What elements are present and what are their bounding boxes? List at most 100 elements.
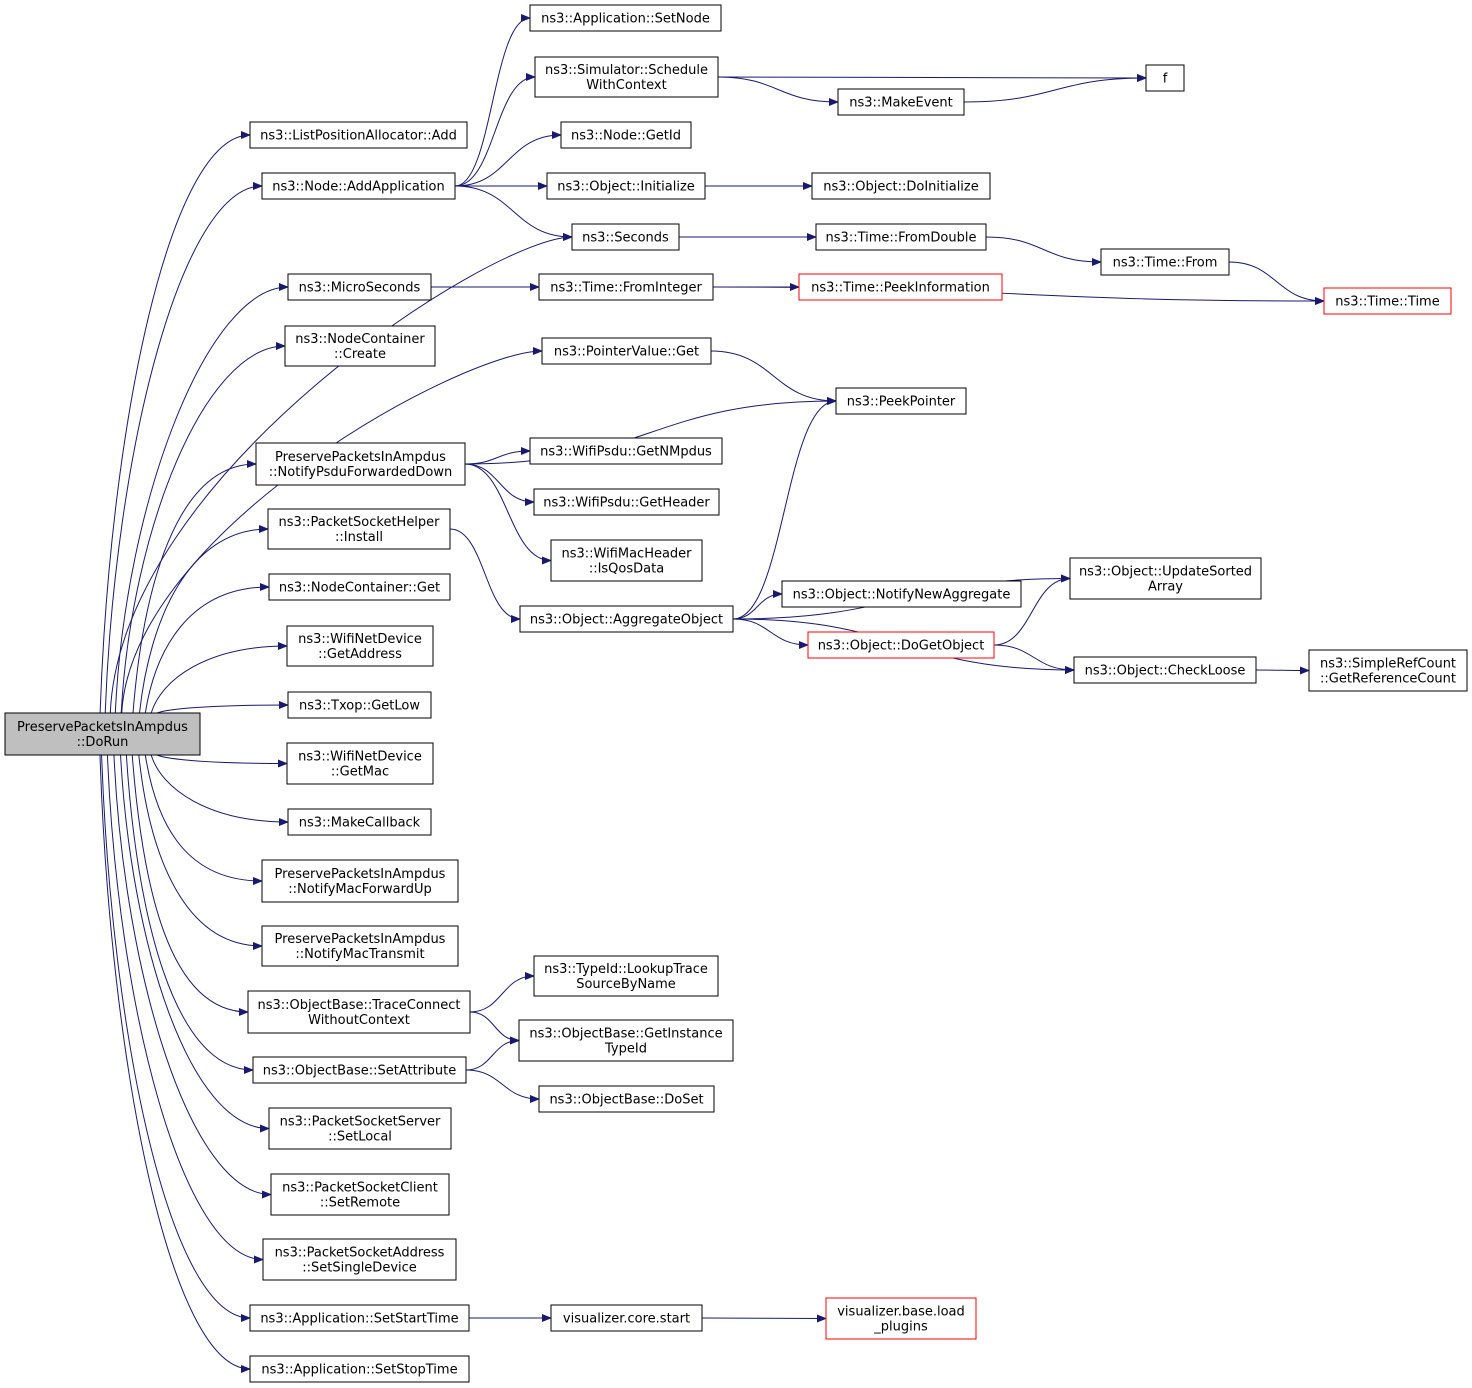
node-label-app_setnode-line-0: ns3::Application::SetNode (541, 12, 710, 27)
node-label-nc_create-line-0: ns3::NodeContainer (295, 332, 425, 347)
edge-dorun-to-node_addapp (104, 182, 263, 714)
node-box-vis_loadplugins (825, 1297, 977, 1340)
node-nc_get[interactable]: ns3::NodeContainer::Get (268, 573, 451, 601)
node-label-nc_create-line-1: ::Create (334, 347, 386, 362)
node-label-pv_get-line-0: ns3::PointerValue::Get (554, 345, 699, 360)
node-box-ob_setattr (252, 1056, 467, 1084)
node-box-makecallback (287, 808, 432, 836)
node-psdu_getnmpdus[interactable]: ns3::WifiPsdu::GetNMpdus (529, 437, 723, 465)
node-label-obj_aggregate-line-0: ns3::Object::AggregateObject (530, 613, 723, 628)
node-ob_doset[interactable]: ns3::ObjectBase::DoSet (538, 1085, 715, 1113)
node-label-ob_setattr-line-0: ns3::ObjectBase::SetAttribute (263, 1064, 457, 1079)
node-obj_checkloose[interactable]: ns3::Object::CheckLoose (1073, 656, 1257, 684)
node-box-obj_dogetobject (807, 631, 995, 659)
node-label-wnd_getmac-line-0: ns3::WifiNetDevice (298, 750, 422, 765)
node-box-makeevent (837, 88, 965, 116)
node-obj_dogetobject[interactable]: ns3::Object::DoGetObject (807, 631, 995, 659)
node-ppia_notifymactx[interactable]: PreservePacketsInAmpdus::NotifyMacTransm… (261, 925, 459, 967)
node-psc_setremote[interactable]: ns3::PacketSocketClient::SetRemote (270, 1173, 450, 1216)
node-box-ob_traceconnect (247, 990, 471, 1034)
node-app_setstart[interactable]: ns3::Application::SetStartTime (249, 1304, 470, 1332)
node-ob_setattr[interactable]: ns3::ObjectBase::SetAttribute (252, 1056, 467, 1084)
node-psa_setsingle[interactable]: ns3::PacketSocketAddress::SetSingleDevic… (262, 1238, 457, 1281)
node-psdu_getheader[interactable]: ns3::WifiPsdu::GetHeader (533, 488, 720, 516)
node-vis_start[interactable]: visualizer.core.start (550, 1304, 703, 1332)
node-label-obj_notifynewagg-line-0: ns3::Object::NotifyNewAggregate (793, 588, 1011, 603)
edge-dorun-to-wnd_getmac (156, 754, 288, 768)
node-nc_create[interactable]: ns3::NodeContainer::Create (284, 325, 436, 367)
node-label-seconds-line-0: ns3::Seconds (582, 231, 669, 246)
node-wnd_getaddress[interactable]: ns3::WifiNetDevice::GetAddress (286, 625, 434, 667)
node-time_fromdouble[interactable]: ns3::Time::FromDouble (815, 223, 987, 251)
node-label-lpa_add-line-0: ns3::ListPositionAllocator::Add (260, 129, 457, 144)
node-label-ob_traceconnect-line-0: ns3::ObjectBase::TraceConnect (257, 998, 460, 1013)
node-label-sim_schedule-line-0: ns3::Simulator::Schedule (545, 63, 708, 78)
node-label-app_setstart-line-0: ns3::Application::SetStartTime (260, 1312, 458, 1327)
node-box-app_setnode (529, 4, 722, 32)
node-node_addapp[interactable]: ns3::Node::AddApplication (261, 172, 456, 200)
node-ob_traceconnect[interactable]: ns3::ObjectBase::TraceConnectWithoutCont… (247, 990, 471, 1034)
node-makeevent[interactable]: ns3::MakeEvent (837, 88, 965, 116)
node-src_getrefcount[interactable]: ns3::SimpleRefCount::GetReferenceCount (1308, 649, 1468, 692)
node-obj_doinitialize[interactable]: ns3::Object::DoInitialize (811, 172, 991, 200)
node-label-node_addapp-line-0: ns3::Node::AddApplication (272, 180, 445, 195)
node-pss_setlocal[interactable]: ns3::PacketSocketServer::SetLocal (268, 1107, 452, 1150)
node-obj_notifynewagg[interactable]: ns3::Object::NotifyNewAggregate (781, 580, 1022, 608)
node-makecallback[interactable]: ns3::MakeCallback (287, 808, 432, 836)
node-box-ppia_notifymactx (261, 925, 459, 967)
node-label-microseconds-line-0: ns3::MicroSeconds (299, 281, 421, 296)
node-time_from[interactable]: ns3::Time::From (1100, 248, 1230, 276)
node-box-node_addapp (261, 172, 456, 200)
node-pv_get[interactable]: ns3::PointerValue::Get (541, 337, 712, 365)
node-label-node_getid-line-0: ns3::Node::GetId (571, 129, 681, 144)
node-app_setnode[interactable]: ns3::Application::SetNode (529, 4, 722, 32)
node-box-app_setstart (249, 1304, 470, 1332)
node-label-src_getrefcount-line-1: ::GetReferenceCount (1320, 672, 1456, 687)
edge-node_addapp-to-app_setnode (454, 14, 531, 187)
node-obj_initialize[interactable]: ns3::Object::Initialize (546, 172, 706, 200)
node-ppia_notifymacfwd[interactable]: PreservePacketsInAmpdus::NotifyMacForwar… (261, 859, 459, 903)
node-label-typeid_lookup-line-1: SourceByName (576, 977, 676, 992)
node-wmh_isqos[interactable]: ns3::WifiMacHeader::IsQosData (550, 539, 703, 582)
node-ppia_notifypsdu[interactable]: PreservePacketsInAmpdus::NotifyPsduForwa… (255, 442, 466, 486)
node-label-wnd_getaddress-line-0: ns3::WifiNetDevice (298, 632, 422, 647)
node-box-pss_setlocal (268, 1107, 452, 1150)
node-obj_aggregate[interactable]: ns3::Object::AggregateObject (519, 605, 734, 633)
edge-ppia_notifypsdu-to-wmh_isqos (464, 463, 552, 565)
node-f[interactable]: f (1145, 64, 1185, 92)
node-psh_install[interactable]: ns3::PacketSocketHelper::Install (267, 508, 451, 550)
node-wnd_getmac[interactable]: ns3::WifiNetDevice::GetMac (286, 742, 434, 785)
node-label-ob_doset-line-0: ns3::ObjectBase::DoSet (549, 1093, 703, 1108)
node-box-wnd_getmac (286, 742, 434, 785)
node-label-psc_setremote-line-0: ns3::PacketSocketClient (282, 1181, 438, 1196)
node-lpa_add[interactable]: ns3::ListPositionAllocator::Add (249, 121, 468, 149)
node-label-wmh_isqos-line-0: ns3::WifiMacHeader (561, 547, 692, 562)
node-label-time_peekinfo-line-0: ns3::Time::PeekInformation (811, 281, 990, 296)
node-box-seconds (571, 223, 680, 251)
node-label-ppia_notifymacfwd-line-0: PreservePacketsInAmpdus (275, 867, 446, 882)
node-time_time[interactable]: ns3::Time::Time (1323, 287, 1452, 315)
node-label-psdu_getnmpdus-line-0: ns3::WifiPsdu::GetNMpdus (540, 445, 712, 460)
edge-dorun-to-psh_install (139, 525, 269, 714)
node-dorun[interactable]: PreservePacketsInAmpdus::DoRun (4, 712, 201, 756)
node-app_setstop[interactable]: ns3::Application::SetStopTime (249, 1355, 470, 1383)
node-vis_loadplugins[interactable]: visualizer.base.load_plugins (825, 1297, 977, 1340)
node-box-time_fromdouble (815, 223, 987, 251)
node-time_frominteger[interactable]: ns3::Time::FromInteger (538, 273, 714, 301)
edge-obj_dogetobject-to-obj_updatesorted (993, 574, 1071, 646)
node-txop_getlow[interactable]: ns3::Txop::GetLow (287, 691, 432, 719)
edge-dorun-to-psa_setsingle (106, 754, 264, 1264)
node-box-nc_create (284, 325, 436, 367)
node-box-typeid_lookup (533, 955, 719, 997)
node-microseconds[interactable]: ns3::MicroSeconds (287, 273, 432, 301)
node-label-psc_setremote-line-1: ::SetRemote (320, 1196, 400, 1211)
node-peekpointer[interactable]: ns3::PeekPointer (835, 387, 967, 415)
node-time_peekinfo[interactable]: ns3::Time::PeekInformation (798, 273, 1003, 301)
node-box-ob_getinstance (518, 1019, 734, 1062)
node-node_getid[interactable]: ns3::Node::GetId (560, 121, 692, 149)
node-seconds[interactable]: ns3::Seconds (571, 223, 680, 251)
